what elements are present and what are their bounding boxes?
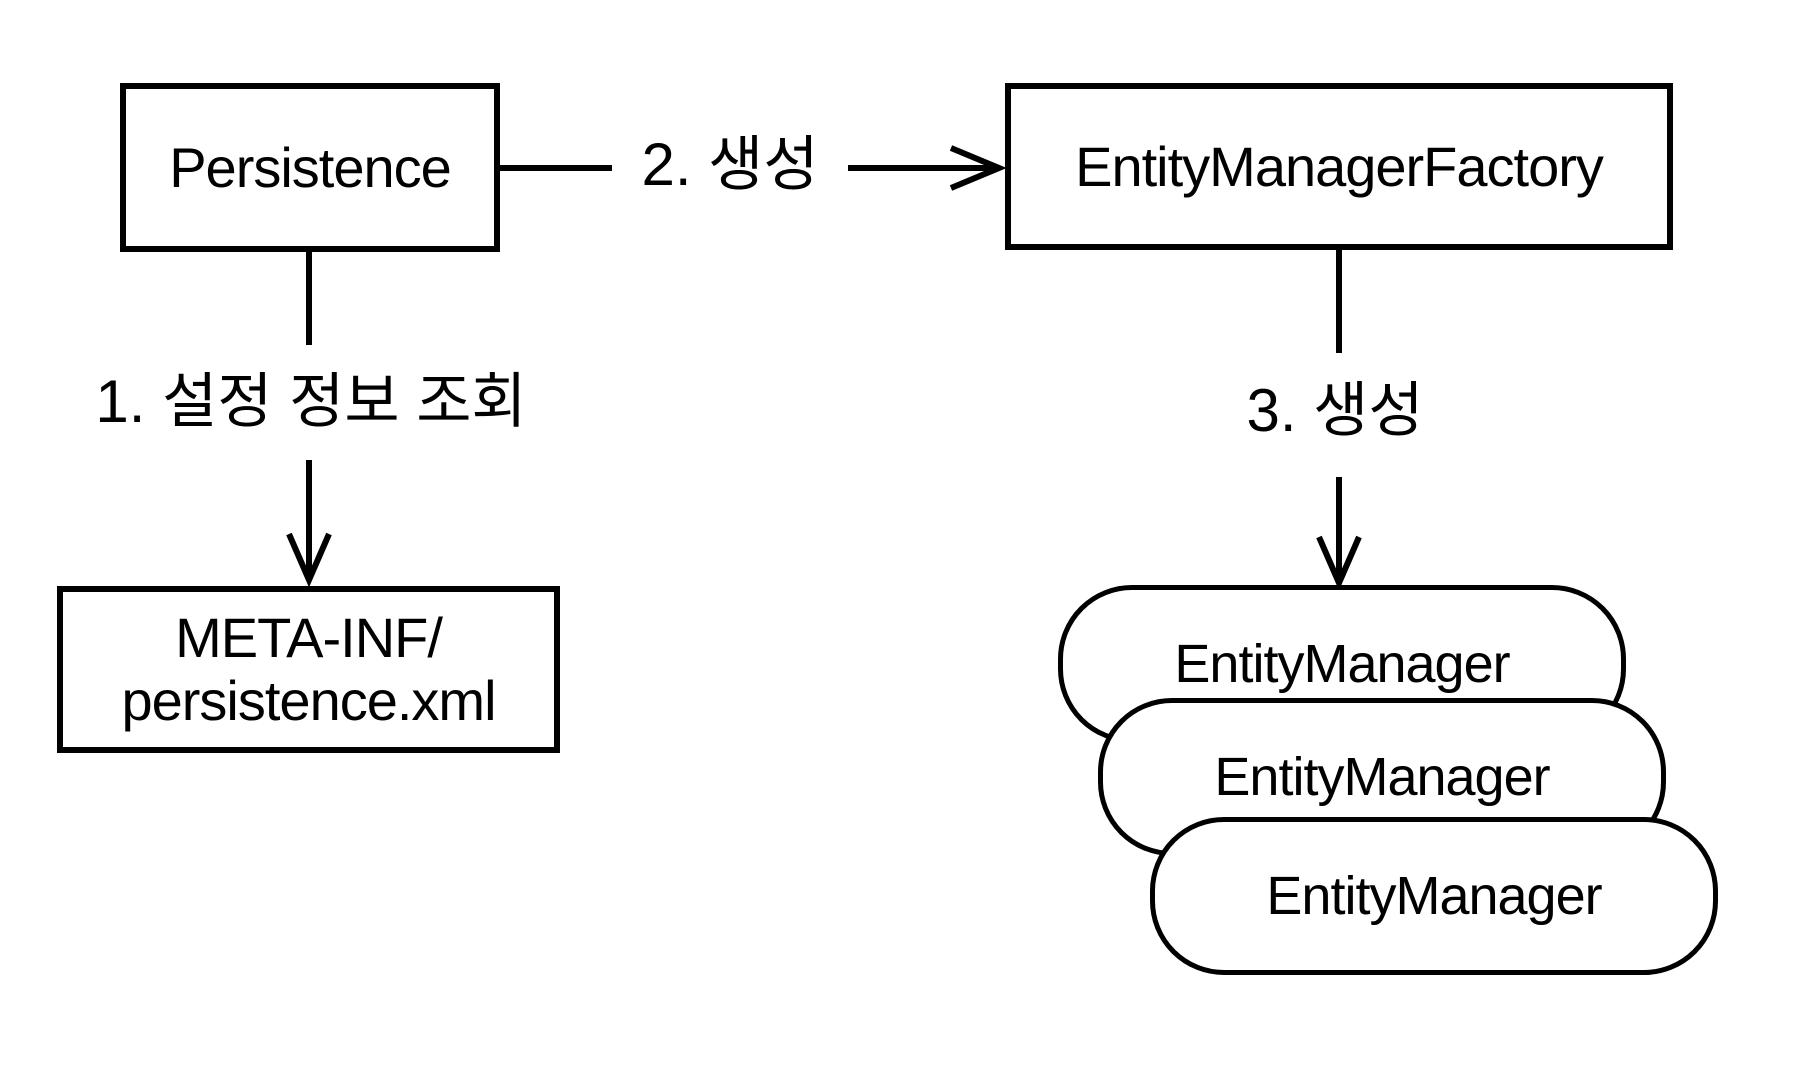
edge-create-factory-arrowhead-icon [949,145,1007,191]
edge-label-config-lookup: 1. 설정 정보 조회 [95,368,527,435]
persistence-xml-label-line1: META-INF/ [175,605,443,669]
entity-manager-node-3: EntityManager [1150,817,1718,975]
persistence-label: Persistence [169,136,452,199]
entity-manager-label-2: EntityManager [1214,747,1550,807]
persistence-xml-label-line2: persistence.xml [121,668,496,732]
persistence-xml-node: META-INF/ persistence.xml [57,586,560,753]
entity-manager-label-3: EntityManager [1266,866,1602,926]
persistence-node: Persistence [120,83,500,252]
edge-label-create-factory: 2. 생성 [641,131,819,198]
entity-manager-factory-node: EntityManagerFactory [1005,83,1673,250]
entity-manager-factory-label: EntityManagerFactory [1075,135,1604,198]
edge-label-create-entity-manager: 3. 생성 [1246,377,1424,444]
edge-config-lookup-arrowhead-icon [286,532,332,588]
edge-create-em-arrowhead-icon [1316,535,1362,591]
entity-manager-label-1: EntityManager [1174,634,1510,694]
